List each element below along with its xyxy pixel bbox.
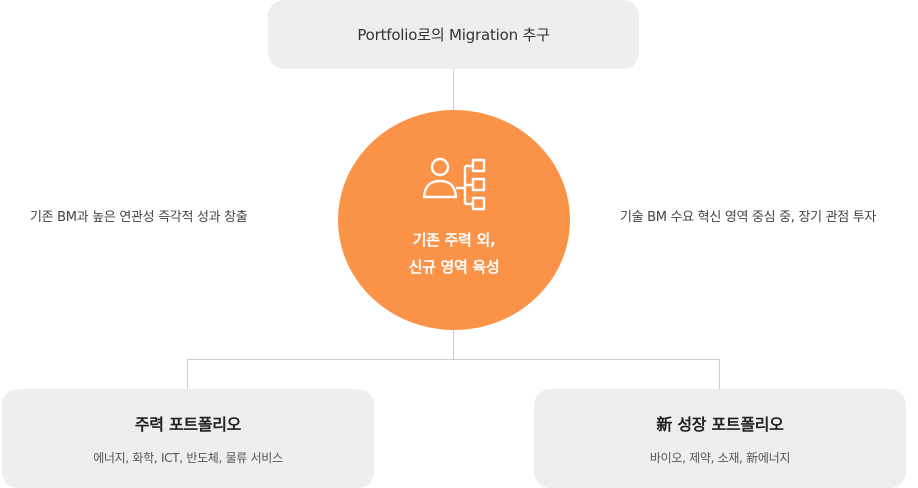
core-portfolio-title: 주력 포트폴리오 bbox=[134, 415, 242, 434]
top-goal-label: Portfolio로의 Migration 추구 bbox=[357, 26, 550, 44]
center-text: 기존 주력 외, 신규 영역 육성 bbox=[409, 227, 500, 281]
left-note: 기존 BM과 높은 연관성 즉각적 성과 창출 bbox=[30, 210, 248, 225]
connector-bottom-stem bbox=[453, 329, 454, 359]
center-circle: 기존 주력 외, 신규 영역 육성 bbox=[338, 110, 570, 330]
connector-bottom-left bbox=[187, 359, 188, 389]
core-portfolio-items: 에너지, 화학, ICT, 반도체, 물류 서비스 bbox=[93, 451, 283, 465]
person-org-chart-icon bbox=[422, 157, 486, 211]
core-portfolio-box: 주력 포트폴리오 에너지, 화학, ICT, 반도체, 물류 서비스 bbox=[2, 389, 374, 488]
center-line-2: 신규 영역 육성 bbox=[408, 258, 500, 276]
connector-bottom-right bbox=[719, 359, 720, 389]
top-goal-box: Portfolio로의 Migration 추구 bbox=[268, 0, 639, 69]
right-note: 기술 BM 수요 혁신 영역 중심 중, 장기 관점 투자 bbox=[620, 210, 877, 225]
new-growth-portfolio-items: 바이오, 제약, 소재, 新에너지 bbox=[649, 451, 791, 465]
connector-bottom-horizontal bbox=[187, 359, 720, 360]
new-growth-portfolio-title: 新 성장 포트폴리오 bbox=[656, 415, 784, 434]
new-growth-portfolio-box: 新 성장 포트폴리오 바이오, 제약, 소재, 新에너지 bbox=[534, 389, 906, 488]
center-line-1: 기존 주력 외, bbox=[412, 231, 496, 249]
connector-top bbox=[453, 69, 454, 111]
